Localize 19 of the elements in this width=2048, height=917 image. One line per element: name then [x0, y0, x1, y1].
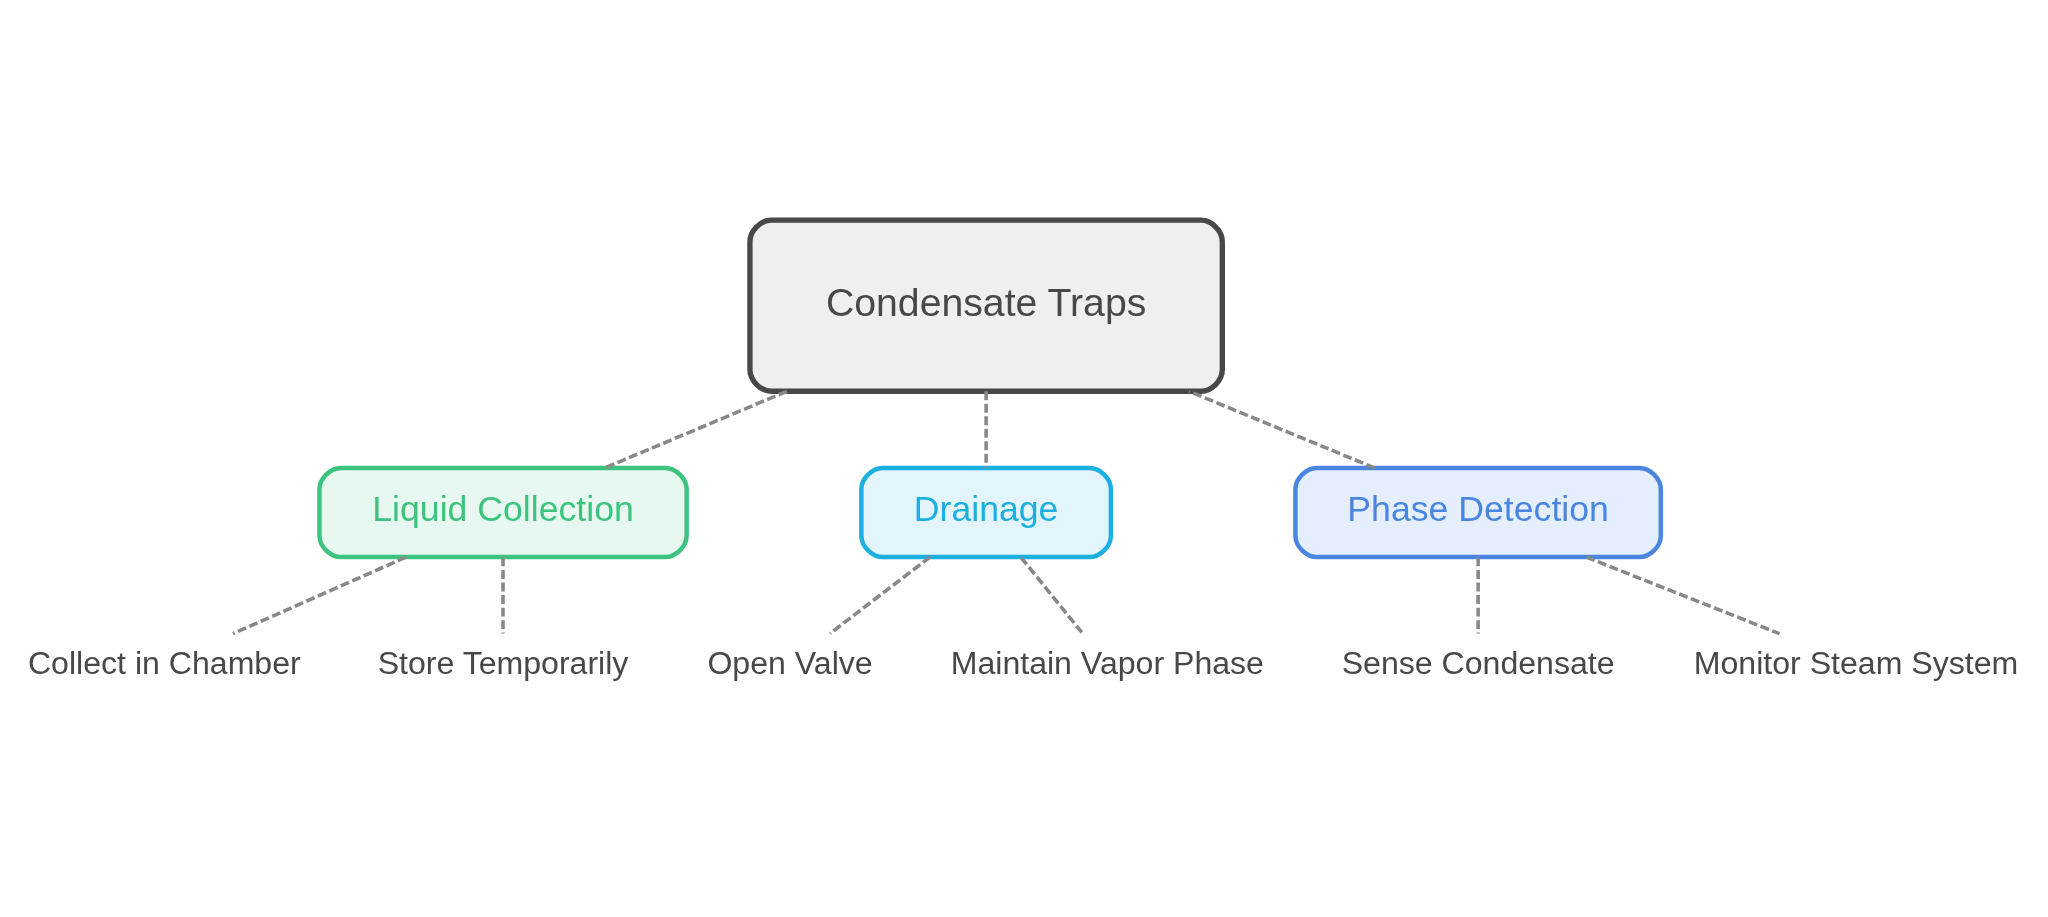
node-text: Open Valve: [707, 644, 873, 681]
connector: [984, 390, 988, 468]
node-text: Maintain Vapor Phase: [950, 644, 1264, 681]
node-box: Phase Detection: [1293, 465, 1664, 559]
connector: [604, 389, 788, 470]
connector: [232, 555, 407, 635]
connector: [828, 555, 931, 635]
connector: [1476, 557, 1480, 634]
node-box: Liquid Collection: [317, 465, 689, 559]
node-text: Collect in Chamber: [27, 644, 301, 681]
connector: [501, 557, 505, 634]
node-text: Store Temporarily: [377, 644, 629, 681]
connector: [1585, 555, 1781, 635]
connector: [1019, 555, 1085, 635]
node-box: Condensate Traps: [747, 216, 1225, 394]
connector: [1188, 389, 1376, 470]
node-box: Drainage: [859, 465, 1114, 559]
node-text: Monitor Steam System: [1693, 644, 2019, 681]
node-text: Sense Condensate: [1341, 644, 1615, 681]
